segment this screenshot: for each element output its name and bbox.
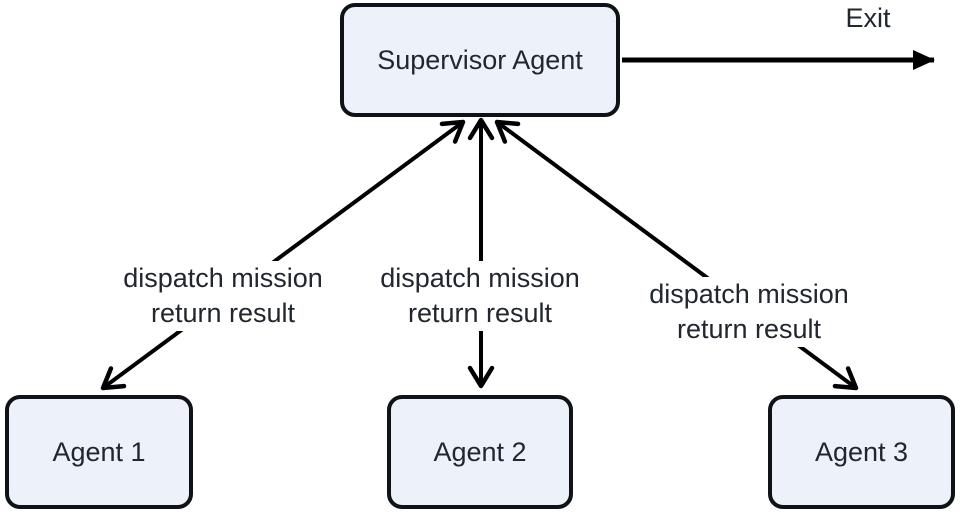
edge-supervisor-agent1: [100, 119, 466, 391]
node-label: Supervisor Agent: [377, 44, 583, 75]
node-label: Agent 1: [52, 436, 146, 467]
edge-supervisor-agent3: [494, 119, 859, 391]
node-agent-2: Agent 2: [387, 395, 573, 509]
node-label: Agent 3: [814, 436, 909, 467]
edge-label-line: return result: [407, 298, 553, 328]
edge-label-line: dispatch mission: [649, 279, 849, 309]
edge-label-line: dispatch mission: [380, 263, 580, 293]
edge-label-exit: Exit: [845, 3, 891, 33]
edge-label-line: return result: [150, 298, 296, 328]
edge-label-line: return result: [676, 314, 822, 344]
node-agent-1: Agent 1: [5, 395, 193, 509]
node-supervisor-agent: Supervisor Agent: [340, 3, 620, 117]
node-label: Agent 2: [433, 436, 527, 467]
edge-label-supervisor-agent2: dispatch mission return result: [375, 261, 585, 331]
edge-label-supervisor-agent3: dispatch mission return result: [644, 277, 854, 347]
node-agent-3: Agent 3: [768, 395, 955, 509]
edge-label-line: dispatch mission: [123, 263, 323, 293]
edge-label-supervisor-agent1: dispatch mission return result: [118, 261, 328, 331]
